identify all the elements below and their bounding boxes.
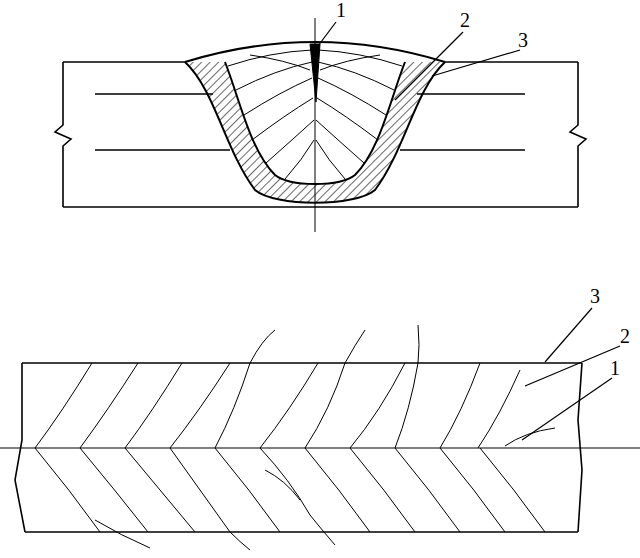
callout-number: 3	[518, 30, 528, 50]
callout-number: 3	[590, 286, 600, 306]
callout-number: 2	[460, 10, 470, 30]
callout-number: 1	[336, 0, 346, 20]
callout-number: 1	[610, 358, 620, 378]
callout-number: 2	[620, 326, 630, 346]
